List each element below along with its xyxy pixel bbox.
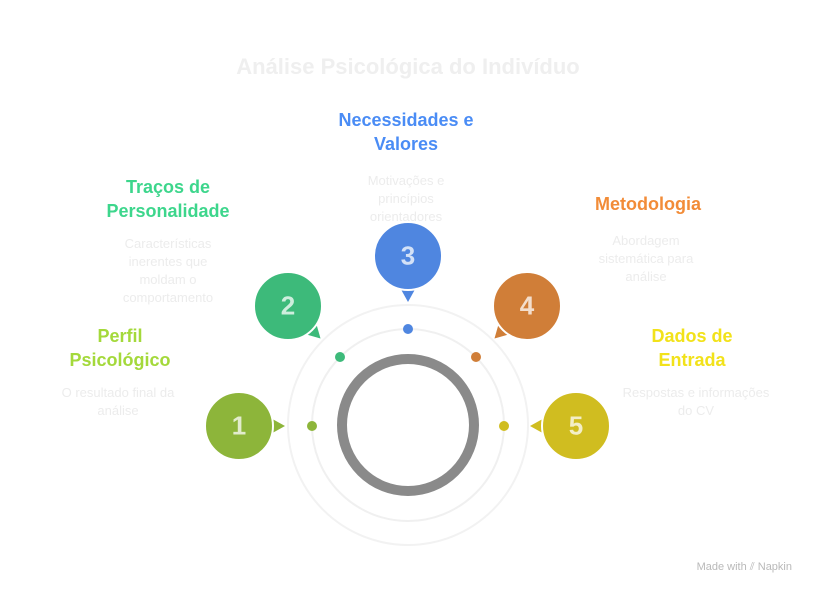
step-5-label: Dados de Entrada (651, 326, 733, 370)
step-3-desc: Motivações e princípios orientadores (367, 173, 445, 224)
step-3-dot (403, 324, 413, 334)
diagram-title: Análise Psicológica do Indivíduo (236, 54, 580, 79)
step-4-number: 4 (519, 290, 535, 321)
bubble-circle (541, 391, 611, 461)
bubble-circle (204, 391, 274, 461)
step-4-label: Metodologia (595, 194, 701, 214)
step-1-number: 1 (231, 410, 247, 441)
bubble-circle (373, 221, 443, 291)
step-3-bubble (373, 221, 443, 302)
step-5-dot (499, 421, 509, 431)
step-2-number: 2 (280, 290, 296, 321)
step-2-label: Traços de Personalidade (106, 177, 230, 221)
step-4-dot (471, 352, 481, 362)
step-4-bubble (492, 271, 562, 341)
step-1-desc: O resultado final da análise (61, 385, 175, 418)
step-3-number: 3 (400, 240, 416, 271)
step-5-number: 5 (568, 410, 584, 441)
step-2-bubble (253, 271, 323, 341)
center-ring (337, 354, 479, 496)
made-with-napkin: Made with ⫽ Napkin (696, 561, 792, 573)
step-1-dot (307, 421, 317, 431)
step-5-bubble (530, 391, 611, 461)
step-1-bubble (204, 391, 285, 461)
bubble-circle (253, 271, 323, 341)
outer-ring (287, 304, 529, 546)
step-2-desc: Características inerentes que moldam o c… (122, 236, 214, 305)
step-5-desc: Respostas e informações do CV (622, 385, 770, 418)
bubble-circle (492, 271, 562, 341)
step-2-dot (335, 352, 345, 362)
step-4-desc: Abordagem sistemática para análise (598, 233, 694, 284)
step-3-label: Necessidades e Valores (338, 110, 474, 154)
step-1-label: Perfil Psicológico (69, 326, 171, 370)
